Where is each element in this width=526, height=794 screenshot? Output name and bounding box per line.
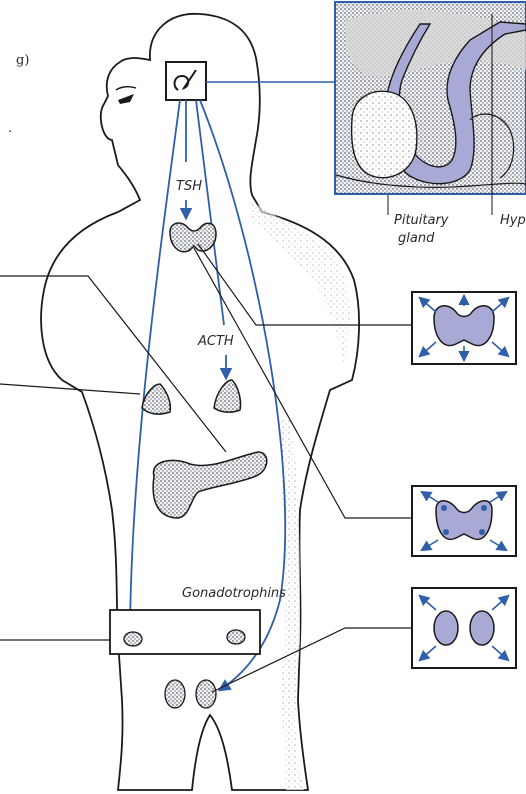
pancreas (153, 452, 267, 518)
ovary-right (227, 630, 245, 644)
testis-left (165, 680, 185, 708)
hypothalamus-label: Hyp (500, 213, 526, 228)
leader-pancreas (0, 276, 226, 452)
adrenal-gland (214, 380, 241, 412)
pituitary-icon-box (166, 62, 206, 100)
testis-right (196, 680, 216, 708)
thyroid-secretion-box (412, 486, 516, 556)
tsh-label: TSH (176, 179, 202, 194)
left-edge-text: g) (16, 53, 29, 68)
gonadotrophin-arrow-left (130, 100, 180, 628)
thyroid-gland (170, 223, 216, 252)
acth-label: ACTH (197, 334, 234, 349)
brow-line (116, 87, 136, 90)
left-edge-dot: . (8, 121, 12, 136)
gonad-action-box (412, 588, 516, 668)
gonadotrophin-arrow-right (200, 100, 285, 690)
pituitary-gland-shape (352, 91, 417, 177)
ovary-left (124, 632, 142, 646)
thyroid-action-box (412, 292, 516, 364)
pituitary-inset (335, 2, 526, 195)
pituitary-gland-label: Pituitary (394, 213, 449, 228)
eye-icon (118, 94, 134, 104)
acth-arrow (196, 100, 224, 325)
adrenal-gland-left (142, 384, 170, 414)
gonadotrophins-label: Gonadotrophins (182, 586, 286, 601)
pituitary-gland-label-line2: gland (398, 231, 435, 246)
